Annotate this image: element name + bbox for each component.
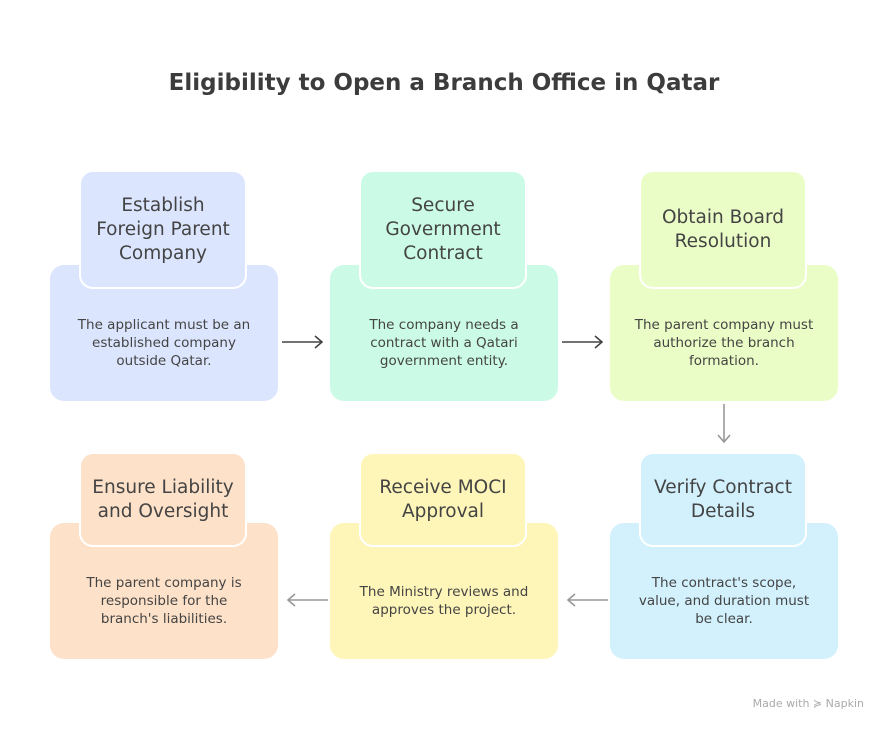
napkin-watermark: Made with ≽ Napkin — [752, 697, 864, 710]
arrow-left-icon — [566, 593, 608, 607]
arrow-right-icon — [282, 335, 324, 349]
step-title: Ensure Liability and Oversight — [79, 452, 247, 547]
step-card-3: The parent company must authorize the br… — [610, 170, 838, 401]
arrow-right-icon — [562, 335, 604, 349]
step-card-5: The Ministry reviews and approves the pr… — [330, 452, 558, 659]
step-card-2: The company needs a contract with a Qata… — [330, 170, 558, 401]
step-title: Obtain Board Resolution — [639, 170, 807, 289]
step-card-4: The contract's scope, value, and duratio… — [610, 452, 838, 659]
step-card-1: The applicant must be an established com… — [50, 170, 278, 401]
arrow-left-icon — [286, 593, 328, 607]
step-title: Secure Government Contract — [359, 170, 527, 289]
arrow-down-icon — [717, 404, 731, 444]
diagram-title: Eligibility to Open a Branch Office in Q… — [168, 70, 720, 96]
step-title: Verify Contract Details — [639, 452, 807, 547]
step-title: Establish Foreign Parent Company — [79, 170, 247, 289]
step-title: Receive MOCI Approval — [359, 452, 527, 547]
step-card-6: The parent company is responsible for th… — [50, 452, 278, 659]
